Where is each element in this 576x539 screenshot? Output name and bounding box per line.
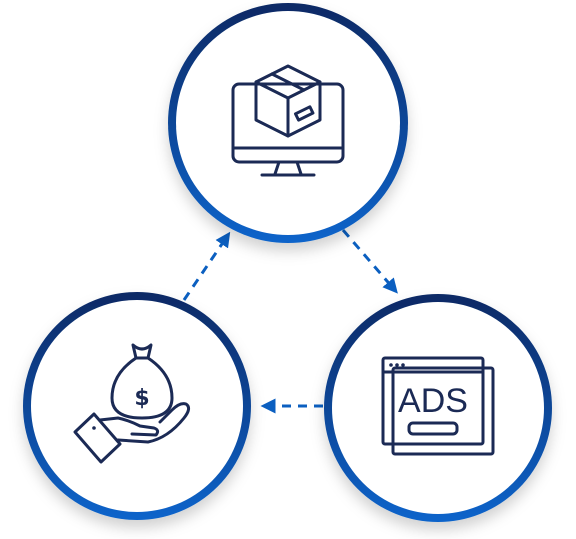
node-ecommerce: [168, 3, 408, 243]
node-ads-ring: [324, 294, 552, 522]
ads-label: ADS: [398, 382, 468, 420]
dollar-sign: $: [134, 386, 149, 411]
arrow-money-to-ecommerce: [182, 231, 231, 301]
ads-window-icon: ADS: [381, 356, 495, 456]
connectors: [182, 229, 398, 414]
arrow-ecommerce-to-ads: [341, 229, 398, 294]
node-money: $: [23, 292, 251, 520]
node-money-ring: [23, 292, 251, 520]
hand-money-bag-icon: $: [73, 343, 191, 464]
monitor-box-icon: [231, 64, 345, 177]
node-ads: ADS: [324, 294, 552, 522]
